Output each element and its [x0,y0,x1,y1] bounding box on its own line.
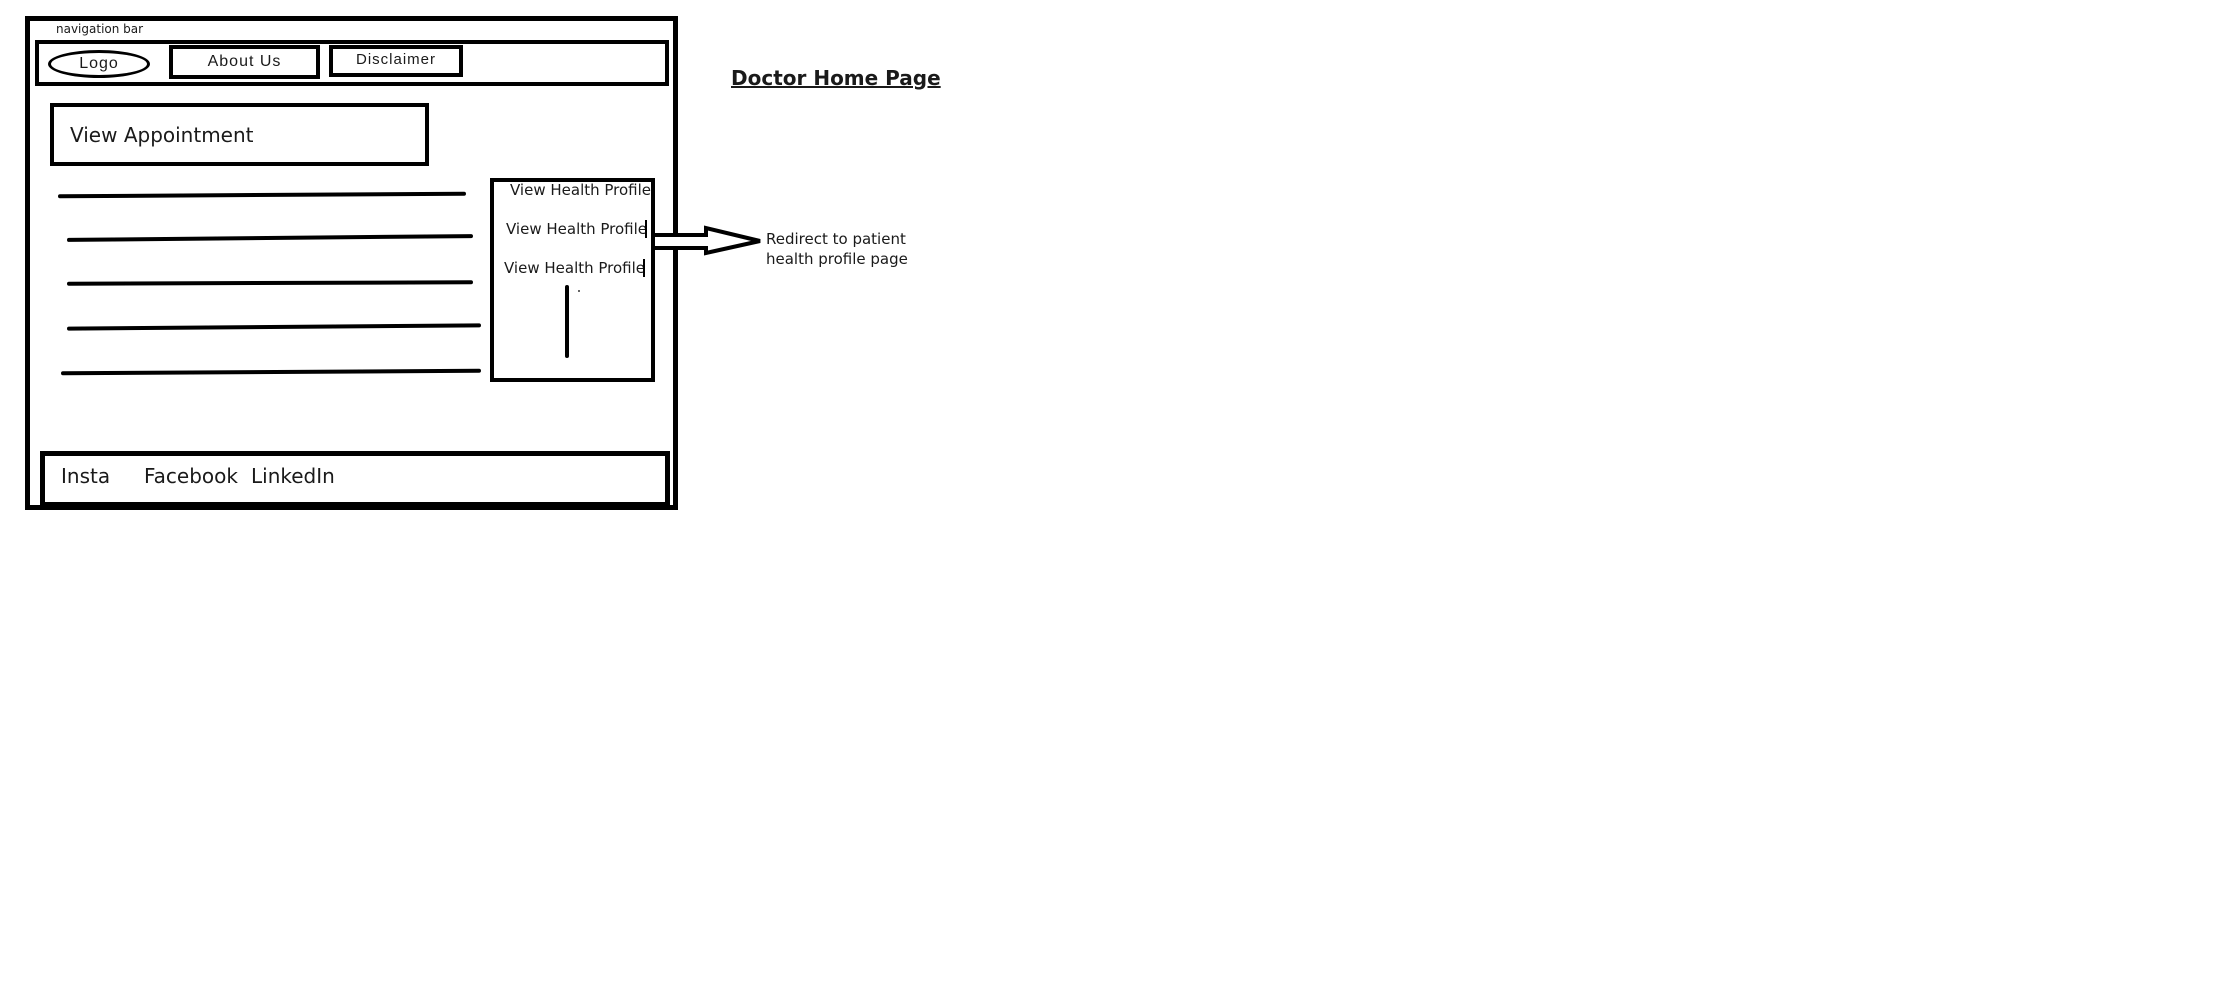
linkedin-link[interactable]: LinkedIn [251,464,335,488]
navigation-bar [35,40,669,86]
footer-bar [40,451,670,507]
text-cursor-icon [643,259,645,277]
annotation-line: health profile page [766,250,908,268]
navigation-bar-caption: navigation bar [56,22,144,36]
facebook-link[interactable]: Facebook [144,464,238,488]
text-cursor-icon [645,220,647,238]
view-appointment-button[interactable]: View Appointment [50,103,429,166]
view-health-profile-link[interactable]: View Health Profile [506,220,648,238]
about-us-button[interactable]: About Us [169,45,320,79]
health-profile-list [490,178,655,382]
logo[interactable]: Logo [48,50,150,78]
annotation-line: Redirect to patient [766,230,906,248]
insta-link[interactable]: Insta [61,464,111,488]
redirect-annotation: Redirect to patient health profile page [766,229,908,269]
wireframe-frame [25,16,678,510]
view-health-profile-link[interactable]: View Health Profile [504,259,646,277]
disclaimer-button[interactable]: Disclaimer [329,45,463,77]
stray-dot [578,290,580,292]
list-continuation-line [565,285,569,358]
view-health-profile-link[interactable]: View Health Profile [510,181,652,199]
page-title: Doctor Home Page [731,66,941,90]
